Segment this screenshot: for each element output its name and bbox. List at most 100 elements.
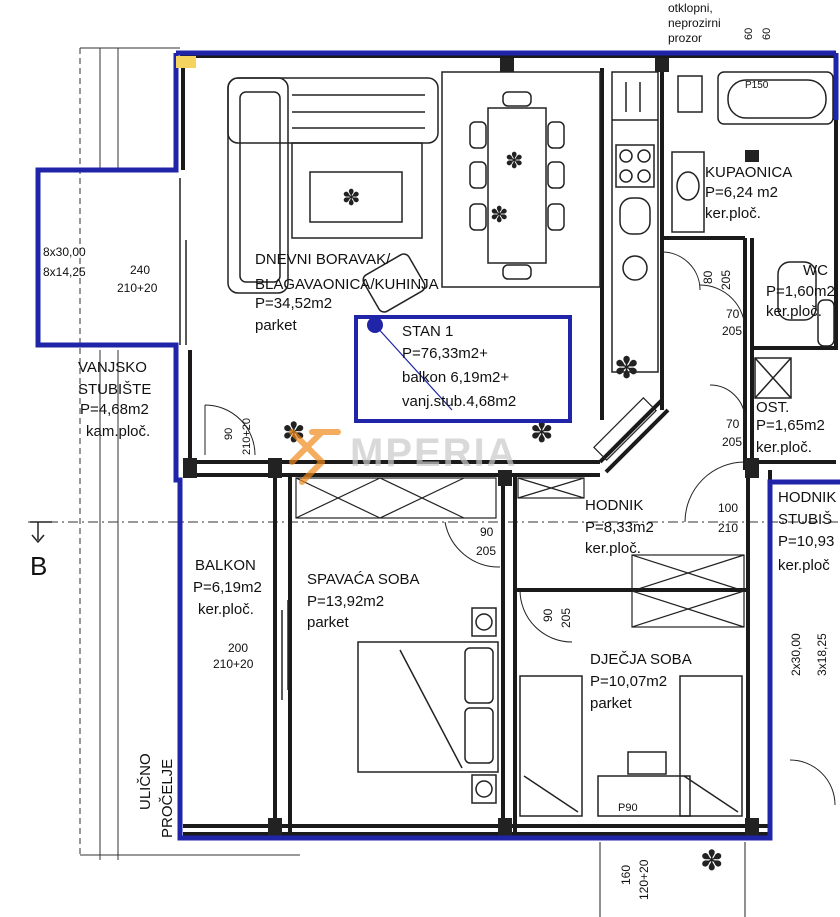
svg-text:✽: ✽ <box>490 202 508 227</box>
stairs-dims: 8x30,00 8x14,25 <box>43 245 86 279</box>
hodnik-label: HODNIK P=8,33m2 ker.ploč. <box>585 497 654 557</box>
svg-text:STAN 1: STAN 1 <box>402 323 453 340</box>
svg-text:8x30,00: 8x30,00 <box>43 245 86 259</box>
wall-posts <box>183 58 759 836</box>
svg-text:prozor: prozor <box>668 31 702 45</box>
svg-text:P=6,19m2: P=6,19m2 <box>193 579 262 596</box>
kitchen-counter: ✽ <box>611 71 659 385</box>
hodnik-stubiste-label: HODNIK STUBIŠ P=10,93 ker.ploč <box>778 489 836 574</box>
balcony-door <box>281 600 289 700</box>
svg-text:parket: parket <box>307 614 350 631</box>
svg-text:WC: WC <box>803 262 828 279</box>
bottom-dim-2: 120+20 <box>637 859 651 900</box>
apartment-outline <box>35 50 840 841</box>
apartment-info-text: STAN 1 P=76,33m2+ balkon 6,19m2+ vanj.st… <box>402 323 516 410</box>
p90-label: P90 <box>618 802 638 814</box>
door-90b-height: 205 <box>559 608 573 628</box>
svg-text:STUBIŠ: STUBIŠ <box>778 511 832 528</box>
svg-text:P=13,92m2: P=13,92m2 <box>307 593 384 610</box>
watermark-logo-icon <box>289 429 341 485</box>
top-dim-2: 60 <box>761 28 773 40</box>
svg-text:ker.ploč.: ker.ploč. <box>756 439 812 456</box>
balkon-label: BALKON P=6,19m2 ker.ploč. <box>193 557 262 618</box>
svg-text:parket: parket <box>590 695 633 712</box>
wc-label: WC P=1,60m2 ker.ploč. <box>766 262 835 320</box>
marker-leader <box>374 324 453 411</box>
svg-text:P=10,07m2: P=10,07m2 <box>590 673 667 690</box>
svg-text:ker.ploč: ker.ploč <box>778 557 830 574</box>
svg-text:ker.ploč.: ker.ploč. <box>705 205 761 222</box>
guide-lines <box>28 47 840 860</box>
section-label: B <box>30 551 47 581</box>
door-70a-label: 70 205 <box>722 307 742 338</box>
dining-table: ✽ ✽ <box>441 71 601 288</box>
svg-text:parket: parket <box>255 317 298 334</box>
ulicno-label: ULIČNO <box>137 753 154 810</box>
svg-text:210+20: 210+20 <box>117 281 158 295</box>
door-90-left-width: 90 <box>223 428 235 440</box>
watermark: MPERIA <box>289 429 518 485</box>
svg-text:70: 70 <box>726 307 740 321</box>
svg-text:kam.ploč.: kam.ploč. <box>86 423 150 440</box>
procelje-label: PROČELJE <box>159 759 176 838</box>
apartment-info-box <box>354 315 572 423</box>
right-dim-2: 3x18,25 <box>815 633 829 676</box>
door-90-left-height: 210+20 <box>241 418 253 455</box>
svg-text:SPAVAĆA SOBA: SPAVAĆA SOBA <box>307 571 420 588</box>
svg-text:205: 205 <box>722 324 742 338</box>
section-marker <box>30 521 52 544</box>
svg-text:vanj.stub.4,68m2: vanj.stub.4,68m2 <box>402 393 516 410</box>
doors <box>204 251 836 806</box>
svg-text:BALKON: BALKON <box>195 557 256 574</box>
svg-text:DJEČJA SOBA: DJEČJA SOBA <box>590 651 692 668</box>
top-note: otklopni, neprozirni prozor <box>668 1 721 45</box>
ost-label: OST. P=1,65m2 ker.ploč. <box>756 399 825 456</box>
svg-text:neprozirni: neprozirni <box>668 16 721 30</box>
svg-text:ker.ploč.: ker.ploč. <box>766 303 822 320</box>
bed <box>357 607 499 804</box>
svg-text:OST.: OST. <box>756 399 789 416</box>
svg-text:205: 205 <box>722 435 742 449</box>
svg-text:P=76,33m2+: P=76,33m2+ <box>402 345 488 362</box>
bathroom-fixtures <box>671 75 835 399</box>
svg-text:P=6,24 m2: P=6,24 m2 <box>705 184 778 201</box>
left-window <box>179 178 187 345</box>
svg-text:VANJSKO: VANJSKO <box>78 359 147 376</box>
door-90a-label: 90 205 <box>476 525 496 558</box>
kupaonica-label: KUPAONICA P=6,24 m2 ker.ploč. <box>705 164 792 222</box>
svg-text:P=10,93: P=10,93 <box>778 533 834 550</box>
armchair <box>362 253 426 313</box>
svg-text:STUBIŠTE: STUBIŠTE <box>78 381 151 398</box>
svg-text:8x14,25: 8x14,25 <box>43 265 86 279</box>
svg-text:DNEVNI BORAVAK/: DNEVNI BORAVAK/ <box>255 251 391 268</box>
svg-text:P=8,33m2: P=8,33m2 <box>585 519 654 536</box>
svg-text:100: 100 <box>718 501 738 515</box>
door-80-width: 80 <box>701 270 715 284</box>
svg-text:MPERIA: MPERIA <box>350 431 518 475</box>
corner-tag <box>176 56 196 68</box>
svg-text:P=4,68m2: P=4,68m2 <box>80 401 149 418</box>
svg-text:HODNIK: HODNIK <box>585 497 643 514</box>
wardrobes <box>295 397 745 628</box>
kids-beds <box>519 675 743 817</box>
svg-text:KUPAONICA: KUPAONICA <box>705 164 792 181</box>
living-room-label: DNEVNI BORAVAK/ BLAGAVAONICA/KUHINJA P=3… <box>255 251 439 334</box>
svg-text:✽: ✽ <box>342 185 360 210</box>
svg-text:205: 205 <box>476 544 496 558</box>
svg-text:P=1,60m2: P=1,60m2 <box>766 283 835 300</box>
svg-text:✽: ✽ <box>614 352 639 385</box>
spavaca-soba-label: SPAVAĆA SOBA P=13,92m2 parket <box>307 571 420 631</box>
sofa <box>227 77 439 294</box>
svg-text:ker.ploč.: ker.ploč. <box>198 601 254 618</box>
door-200-label: 200 210+20 <box>213 641 254 671</box>
svg-text:210+20: 210+20 <box>213 657 254 671</box>
svg-text:240: 240 <box>130 263 150 277</box>
svg-text:ker.ploč.: ker.ploč. <box>585 540 641 557</box>
svg-text:P=1,65m2: P=1,65m2 <box>756 417 825 434</box>
door-100-label: 100 210 <box>718 501 738 535</box>
svg-text:✽: ✽ <box>700 845 723 876</box>
svg-text:210: 210 <box>718 521 738 535</box>
window-dims-left: 240 210+20 <box>117 263 158 295</box>
bathtub <box>717 71 834 125</box>
